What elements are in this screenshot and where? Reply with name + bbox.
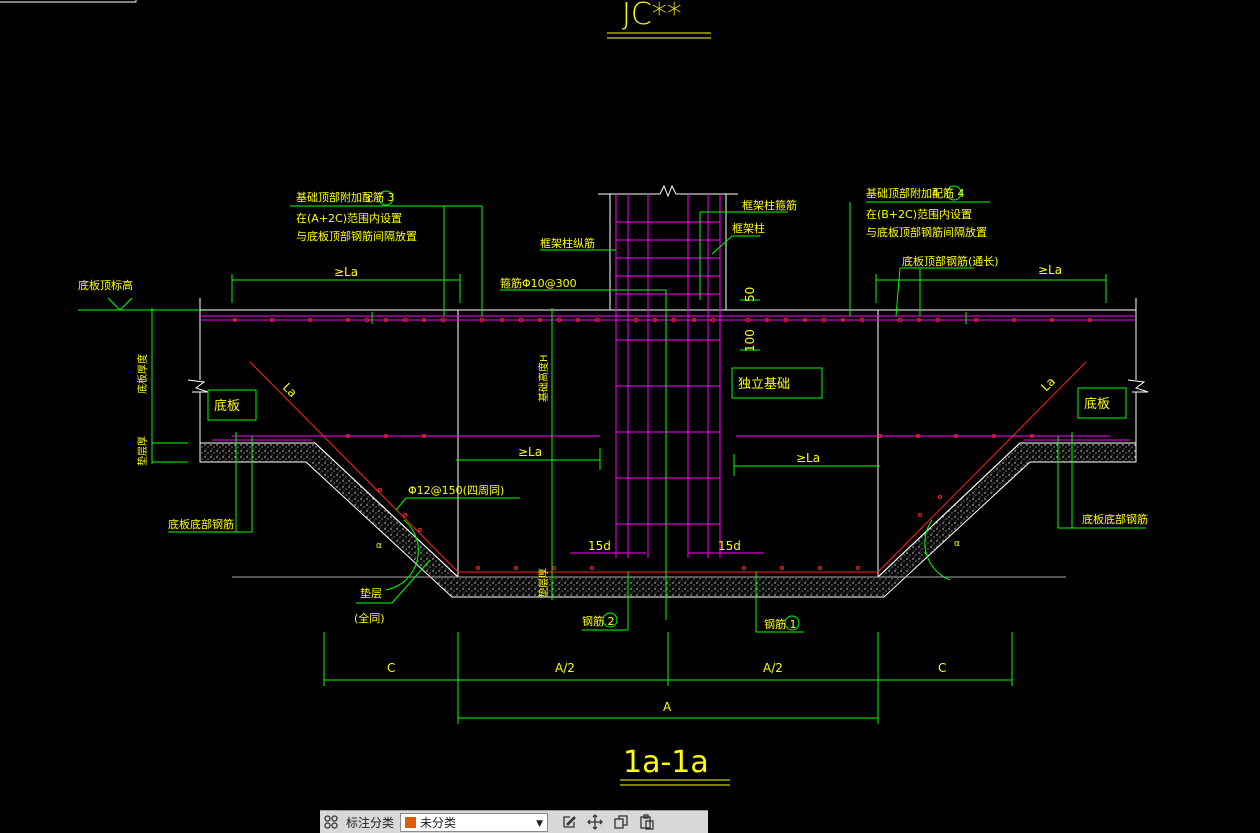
note-isolated-found: 独立基础 bbox=[738, 377, 790, 392]
category-select-value: 未分类 bbox=[420, 815, 457, 830]
note-la-top-right: ≥La bbox=[1038, 263, 1062, 277]
note-cushion-thick-short: 垫层厚 bbox=[537, 568, 550, 598]
grid-icon[interactable] bbox=[320, 811, 342, 833]
top-title: JC** bbox=[622, 0, 682, 32]
note-top-rebar-right-3: 与底板顶部钢筋间隔放置 bbox=[866, 225, 987, 239]
note-hook-right: 15d bbox=[718, 539, 741, 553]
note-la-diag-right: La bbox=[1038, 374, 1058, 394]
move-icon[interactable] bbox=[582, 811, 608, 833]
annotation-category-label: 标注分类 bbox=[346, 815, 395, 830]
note-dim-100: 100 bbox=[743, 329, 757, 352]
note-top-rebar-right-1: 基础顶部附加配筋 4 bbox=[866, 186, 965, 200]
dim-a-half-right: A/2 bbox=[763, 661, 783, 675]
note-slab-bottom-rebar-left: 底板底部钢筋 bbox=[168, 517, 234, 531]
annotation-toolbar: 标注分类 未分类 ▼ bbox=[320, 810, 708, 833]
note-hook-left: 15d bbox=[588, 539, 611, 553]
edit-icon[interactable] bbox=[556, 811, 582, 833]
dim-a-half-left: A/2 bbox=[555, 661, 575, 675]
note-circle-3: 3 bbox=[364, 192, 371, 205]
note-alpha-right: α bbox=[954, 539, 960, 549]
note-top-rebar-left-2: 在(A+2C)范围内设置 bbox=[296, 211, 402, 225]
note-top-rebar-left-1: 基础顶部附加配筋 3 bbox=[296, 190, 395, 204]
note-cushion-same: (全同) bbox=[354, 611, 385, 625]
note-top-rebar-right-2: 在(B+2C)范围内设置 bbox=[866, 207, 972, 221]
copy-icon[interactable] bbox=[608, 811, 634, 833]
green-leaders bbox=[78, 185, 1146, 724]
note-slab-thickness: 底板厚度 bbox=[136, 354, 149, 394]
category-color-swatch bbox=[405, 816, 417, 828]
note-alpha-left: α bbox=[376, 541, 382, 551]
note-rebar-2: 钢筋 2 bbox=[582, 614, 615, 628]
note-rebar-1: 钢筋 1 bbox=[764, 617, 797, 631]
dim-a: A bbox=[663, 700, 672, 714]
section-title: 1a-1a bbox=[623, 745, 709, 780]
note-la-diag-left: La bbox=[280, 380, 300, 400]
note-col-stirrup: 框架柱箍筋 bbox=[742, 198, 797, 212]
chevron-down-icon: ▼ bbox=[536, 818, 544, 829]
note-top-rebar-left-3: 与底板顶部钢筋间隔放置 bbox=[296, 229, 417, 243]
note-slab-left: 底板 bbox=[214, 398, 240, 414]
dim-c-left: C bbox=[387, 661, 395, 675]
bottom-rebar-red bbox=[249, 361, 1087, 573]
note-cushion: 垫层 bbox=[360, 586, 382, 600]
dim-c-right: C bbox=[938, 661, 946, 675]
note-slab-bottom-rebar-right: 底板底部钢筋 bbox=[1082, 512, 1148, 526]
note-cushion-thick: 垫层厚 bbox=[136, 436, 149, 466]
note-side-rebar: Φ12@150(四周同) bbox=[408, 484, 504, 497]
note-slab-top-elev: 底板顶标高 bbox=[78, 278, 133, 292]
rebar-dots-top bbox=[233, 317, 1092, 570]
paste-icon[interactable] bbox=[634, 811, 660, 833]
annotation-category-select[interactable]: 未分类 ▼ bbox=[400, 812, 549, 832]
note-slab-top-rebar-thru: 底板顶部钢筋(通长) bbox=[902, 254, 999, 268]
note-la-top-left: ≥La bbox=[334, 265, 358, 279]
note-dim-50: 50 bbox=[743, 287, 757, 302]
note-stirrup-spec: 箍筋Φ10@300 bbox=[500, 276, 577, 290]
note-found-height: 基础高度H bbox=[537, 354, 550, 402]
note-frame-col: 框架柱 bbox=[732, 221, 765, 235]
tick-marks bbox=[371, 312, 967, 324]
note-la-mid-left: ≥La bbox=[518, 445, 542, 459]
slab-outline bbox=[187, 184, 1149, 578]
note-col-long: 框架柱纵筋 bbox=[540, 236, 595, 250]
frame-corner bbox=[0, 0, 137, 3]
column-rebar bbox=[200, 194, 1136, 558]
note-la-mid-right: ≥La bbox=[796, 451, 820, 465]
note-circle-4: 4 bbox=[932, 187, 939, 200]
note-slab-right: 底板 bbox=[1084, 396, 1110, 412]
